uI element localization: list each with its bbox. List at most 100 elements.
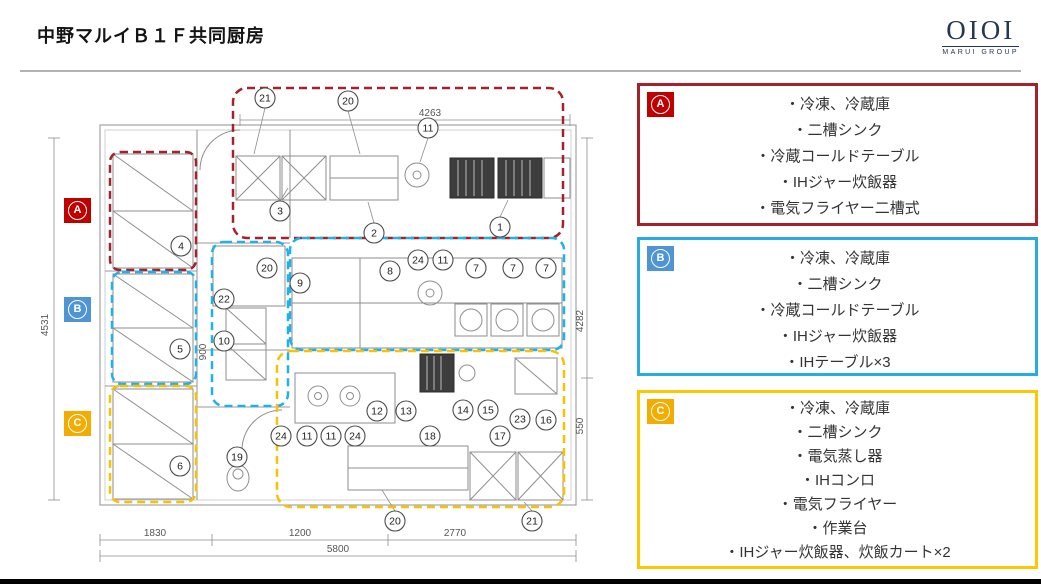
plan-equipment	[112, 129, 571, 501]
svg-text:22: 22	[218, 294, 230, 306]
svg-text:24: 24	[412, 255, 424, 267]
plan-marker-11: 11	[432, 249, 454, 271]
plan-marker-15: 15	[477, 399, 499, 421]
plan-marker-24: 24	[344, 425, 366, 447]
plan-marker-7: 7	[535, 257, 557, 279]
page-title: 中野マルイＢ１Ｆ共同厨房	[37, 26, 265, 46]
svg-text:14: 14	[457, 405, 469, 417]
plan-marker-5: 5	[169, 338, 191, 360]
svg-text:17: 17	[494, 431, 506, 443]
equipment-item: ・冷蔵コールドテーブル	[755, 148, 920, 165]
svg-text:23: 23	[514, 414, 526, 426]
footer-bar	[0, 579, 1041, 584]
legend-badge-b: B	[647, 246, 674, 271]
svg-text:21: 21	[526, 516, 538, 528]
plan-marker-4: 4	[170, 235, 192, 257]
equipment-item: ・IHテーブル×3	[784, 354, 891, 371]
plan-walls	[99, 124, 577, 506]
legend-items-c: ・冷凍、冷蔵庫・二槽シンク・電気蒸し器・IHコンロ・電気フライヤー・作業台・IH…	[640, 397, 1035, 565]
svg-text:21: 21	[259, 93, 271, 105]
equipment-item: ・冷凍、冷蔵庫	[784, 250, 890, 267]
plan-marker-10: 10	[213, 330, 235, 352]
svg-text:24: 24	[349, 431, 361, 443]
legend-badge-c: C	[647, 399, 674, 424]
equipment-item: ・IHジャー炊飯器	[777, 328, 898, 345]
equipment-item: ・電気フライヤー	[777, 496, 898, 513]
plan-marker-22: 22	[213, 288, 235, 310]
equipment-item: ・作業台	[807, 520, 868, 537]
svg-text:15: 15	[482, 405, 494, 417]
plan-marker-13: 13	[395, 400, 417, 422]
plan-marker-7: 7	[502, 257, 524, 279]
plan-badge-c: C	[64, 411, 91, 436]
plan-marker-24: 24	[407, 249, 429, 271]
svg-text:10: 10	[218, 336, 230, 348]
plan-marker-11: 11	[417, 117, 439, 139]
svg-text:11: 11	[438, 255, 449, 267]
plan-marker-20: 20	[256, 257, 278, 279]
plan-marker-11: 11	[296, 425, 318, 447]
plan-marker-24: 24	[270, 425, 292, 447]
svg-text:13: 13	[400, 406, 412, 418]
svg-text:7: 7	[543, 263, 549, 275]
svg-text:2: 2	[371, 228, 377, 240]
svg-text:20: 20	[389, 516, 401, 528]
plan-marker-20: 20	[384, 510, 406, 532]
plan-marker-21: 21	[521, 510, 543, 532]
plan-marker-17: 17	[489, 425, 511, 447]
svg-text:11: 11	[302, 431, 313, 443]
plan-badge-letter: A	[68, 201, 87, 220]
dimension-label: 550	[575, 417, 586, 434]
legend-items-a: ・冷凍、冷蔵庫・二槽シンク・冷蔵コールドテーブル・IHジャー炊飯器・電気フライヤ…	[640, 92, 1035, 222]
dimension-label: 2770	[444, 528, 467, 539]
plan-marker-14: 14	[452, 399, 474, 421]
equipment-item: ・二槽シンク	[792, 424, 883, 441]
legend-box-b: B ・冷凍、冷蔵庫・二槽シンク・冷蔵コールドテーブル・IHジャー炊飯器・IHテー…	[637, 237, 1038, 376]
plan-marker-18: 18	[419, 425, 441, 447]
plan-marker-3: 3	[269, 200, 291, 222]
plan-marker-12: 12	[366, 400, 388, 422]
svg-text:11: 11	[423, 123, 434, 135]
region-a-left	[108, 150, 198, 272]
svg-text:24: 24	[275, 431, 287, 443]
header-divider	[20, 70, 1021, 72]
svg-text:19: 19	[231, 452, 243, 464]
dimension-label: 4282	[575, 309, 586, 332]
svg-text:6: 6	[177, 461, 183, 473]
plan-marker-19: 19	[226, 446, 248, 468]
dimension-label: 900	[198, 343, 209, 360]
marui-logo-mark: OIOI	[946, 15, 1016, 45]
equipment-item: ・電気フライヤー二槽式	[755, 200, 920, 217]
legend-box-c: C ・冷凍、冷蔵庫・二槽シンク・電気蒸し器・IHコンロ・電気フライヤー・作業台・…	[637, 390, 1038, 569]
region-b-left	[110, 270, 198, 386]
svg-text:4: 4	[178, 241, 184, 253]
svg-text:5: 5	[177, 344, 183, 356]
dimension-lines	[48, 114, 593, 562]
plan-badge-letter: B	[68, 300, 87, 319]
equipment-item: ・二槽シンク	[792, 122, 883, 139]
dimension-label: 5800	[327, 544, 350, 555]
svg-text:7: 7	[510, 263, 516, 275]
equipment-item: ・IHジャー炊飯器、炊飯カート×2	[724, 544, 951, 561]
equipment-item: ・冷凍、冷蔵庫	[784, 96, 890, 113]
svg-text:12: 12	[371, 406, 383, 418]
plan-regions	[108, 86, 566, 509]
region-b-middle	[210, 240, 290, 408]
svg-text:20: 20	[342, 96, 354, 108]
svg-text:18: 18	[424, 431, 436, 443]
plan-badge-a: A	[64, 198, 91, 223]
plan-marker-1: 1	[489, 216, 511, 238]
equipment-item: ・二槽シンク	[792, 276, 883, 293]
legend-box-a: A ・冷凍、冷蔵庫・二槽シンク・冷蔵コールドテーブル・IHジャー炊飯器・電気フラ…	[637, 83, 1038, 226]
marui-logo-caption: MARUI GROUP	[942, 46, 1019, 56]
svg-text:1: 1	[497, 222, 503, 234]
equipment-item: ・電気蒸し器	[792, 448, 883, 465]
svg-text:20: 20	[261, 263, 273, 275]
equipment-item: ・冷凍、冷蔵庫	[784, 400, 890, 417]
legend-badge-b-letter: B	[651, 249, 670, 268]
region-c-bottom	[275, 349, 566, 509]
plan-badge-b: B	[64, 297, 91, 322]
